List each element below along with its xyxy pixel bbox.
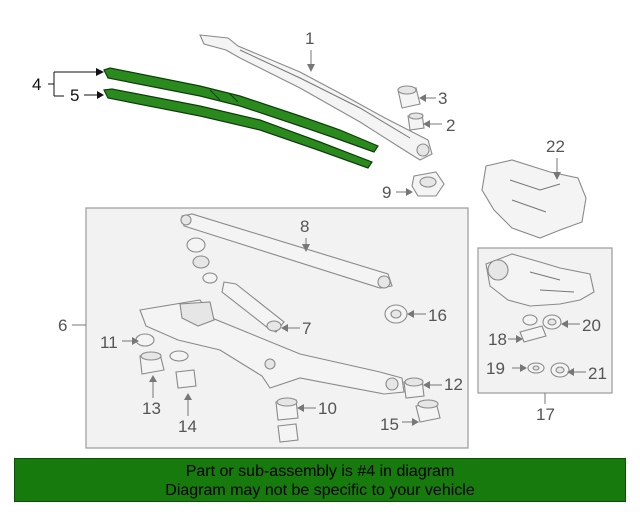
svg-text:1: 1 bbox=[305, 29, 314, 48]
grommet[interactable] bbox=[384, 304, 408, 324]
part-info-banner: Part or sub-assembly is #4 in diagram Di… bbox=[14, 458, 626, 502]
callout-4: 4 bbox=[32, 68, 104, 97]
motor-bushing-21[interactable] bbox=[550, 362, 570, 378]
callout-8: 8 bbox=[300, 217, 310, 252]
banner-part-note: Part or sub-assembly is #4 in diagram bbox=[185, 463, 455, 480]
callout-13: 13 bbox=[142, 375, 161, 418]
callout-22: 22 bbox=[546, 137, 565, 180]
callout-7: 7 bbox=[281, 319, 311, 338]
motor-cover[interactable] bbox=[481, 159, 587, 239]
banner-disclaimer: Diagram may not be specific to your vehi… bbox=[165, 482, 475, 499]
svg-text:15: 15 bbox=[380, 415, 399, 434]
wiper-arm[interactable] bbox=[199, 34, 433, 161]
svg-text:4: 4 bbox=[32, 75, 41, 94]
motor-washer-19[interactable] bbox=[527, 362, 545, 374]
svg-text:11: 11 bbox=[100, 333, 118, 352]
callout-20: 20 bbox=[561, 316, 601, 335]
svg-text:17: 17 bbox=[536, 405, 555, 424]
arm-cap[interactable] bbox=[397, 85, 421, 109]
svg-text:16: 16 bbox=[428, 306, 447, 325]
callout-5: 5 bbox=[70, 86, 104, 105]
linkage-frame[interactable] bbox=[139, 299, 405, 395]
svg-text:14: 14 bbox=[178, 417, 197, 436]
callout-1: 1 bbox=[305, 29, 315, 72]
callout-16: 16 bbox=[407, 306, 447, 325]
svg-text:13: 13 bbox=[142, 399, 161, 418]
callout-11: 11 bbox=[100, 333, 139, 352]
wiper-blade-assembly[interactable] bbox=[103, 67, 379, 153]
svg-text:9: 9 bbox=[382, 183, 391, 202]
callout-2: 2 bbox=[423, 116, 455, 135]
callout-3: 3 bbox=[419, 89, 447, 108]
callout-14: 14 bbox=[178, 393, 197, 436]
svg-text:20: 20 bbox=[582, 316, 601, 335]
link-rod[interactable] bbox=[180, 213, 393, 289]
callout-21: 21 bbox=[567, 364, 607, 383]
mount-bushing-13[interactable] bbox=[139, 351, 165, 375]
link-bushing-upper[interactable] bbox=[186, 237, 218, 284]
callout-18: 18 bbox=[488, 330, 523, 349]
callout-6: 6 bbox=[58, 316, 86, 335]
callout-15: 15 bbox=[380, 415, 419, 434]
frame-bushing-11[interactable] bbox=[135, 333, 155, 347]
callout-12: 12 bbox=[423, 375, 463, 394]
mount-bushing-10[interactable] bbox=[275, 397, 299, 443]
svg-text:2: 2 bbox=[446, 116, 455, 135]
callout-10: 10 bbox=[297, 399, 337, 418]
callout-19: 19 bbox=[486, 359, 527, 378]
svg-text:8: 8 bbox=[300, 217, 309, 236]
mount-bushing-14[interactable] bbox=[169, 350, 197, 389]
svg-text:19: 19 bbox=[486, 359, 505, 378]
svg-text:6: 6 bbox=[58, 316, 67, 335]
svg-text:21: 21 bbox=[588, 364, 607, 383]
pivot-cap[interactable] bbox=[411, 171, 445, 197]
svg-text:10: 10 bbox=[318, 399, 337, 418]
callout-17: 17 bbox=[536, 393, 555, 424]
svg-text:18: 18 bbox=[488, 330, 507, 349]
mount-bushing-15[interactable] bbox=[415, 399, 441, 423]
parts-diagram: 1 3 2 4 5 bbox=[32, 29, 613, 449]
svg-text:5: 5 bbox=[70, 86, 79, 105]
svg-text:12: 12 bbox=[444, 375, 463, 394]
svg-text:3: 3 bbox=[438, 89, 447, 108]
wiper-blade-insert[interactable] bbox=[103, 88, 373, 169]
svg-text:7: 7 bbox=[302, 319, 311, 338]
arm-nut[interactable] bbox=[407, 112, 425, 131]
wiper-motor[interactable] bbox=[485, 253, 595, 307]
mount-bushing-12[interactable] bbox=[403, 377, 425, 399]
motor-bracket-18[interactable] bbox=[519, 314, 547, 343]
motor-bushing-20[interactable] bbox=[542, 314, 562, 330]
pivot-arm[interactable] bbox=[221, 281, 285, 333]
callout-9: 9 bbox=[382, 183, 413, 202]
svg-text:22: 22 bbox=[546, 137, 565, 156]
